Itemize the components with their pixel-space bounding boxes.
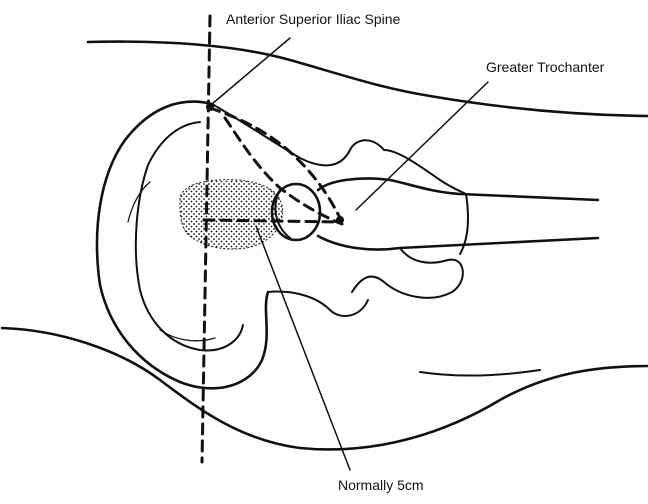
asis-to-trochanter-dashed-line: [223, 116, 344, 226]
body-outline-lower: [0, 326, 648, 451]
vertical-dashed-line: [200, 14, 212, 464]
label-asis: Anterior Superior Iliac Spine: [226, 11, 401, 27]
label-greater-trochanter: Greater Trochanter: [486, 59, 605, 75]
iliac-notch-upper: [211, 103, 385, 167]
ilium-inner-outline: [134, 121, 244, 352]
ilium-crest-detail: [127, 181, 151, 223]
iliac-notch-lower: [267, 290, 369, 317]
asis-point: [206, 103, 214, 111]
leader-trochanter: [355, 81, 489, 211]
body-outline-lower-inner: [419, 369, 541, 377]
horizontal-dashed-line: [202, 218, 342, 224]
leader-distance: [255, 225, 351, 471]
femur-lower-outline: [316, 234, 600, 251]
ilium-fossa-detail: [159, 329, 216, 342]
femur-shaft-continuation: [459, 193, 469, 255]
femur-upper-outline: [316, 177, 600, 202]
nelaton-dashed-line: [208, 106, 342, 220]
obturator-dotted-area: [179, 179, 284, 250]
ilium-outline: [95, 100, 270, 390]
label-distance: Normally 5cm: [338, 477, 424, 493]
trochanter-point: [336, 216, 344, 224]
body-outline-upper: [86, 40, 648, 118]
lesser-trochanter-outline: [351, 247, 464, 299]
leader-asis: [211, 37, 291, 105]
greater-trochanter-outline: [383, 149, 467, 195]
